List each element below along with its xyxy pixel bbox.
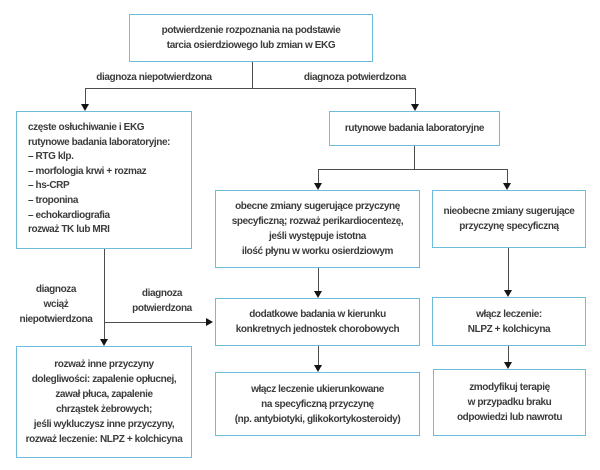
arrow-down-routine-icon bbox=[411, 104, 419, 111]
connector-top-down bbox=[252, 62, 253, 88]
node-other-causes: rozważ inne przyczyny dolegliwości: zapa… bbox=[16, 346, 192, 458]
edge-label-diagnosis-unconfirmed: diagnoza niepotwierdzona bbox=[96, 72, 212, 83]
node-additional-tests: dodatkowe badania w kierunku konkretnych… bbox=[215, 298, 420, 346]
connector-to-targeted bbox=[318, 346, 319, 365]
arrow-down-additional-icon bbox=[314, 291, 322, 298]
connector-routine-down bbox=[414, 146, 415, 169]
connector-to-modify bbox=[508, 346, 509, 362]
arrow-down-start-treat-icon bbox=[504, 290, 512, 297]
connector-to-routine bbox=[415, 88, 416, 104]
node-routine-labs: rutynowe badania laboratoryjne bbox=[329, 111, 500, 146]
node-modify-therapy: zmodyfikuj terapię w przypadku braku odp… bbox=[433, 369, 586, 436]
connector-to-additional bbox=[318, 268, 319, 291]
node-present-changes: obecne zmiany sugerujące przyczynę specy… bbox=[215, 190, 420, 268]
arrow-down-absent-icon bbox=[503, 183, 511, 190]
node-monitoring: częste osłuchiwanie i EKG rutynowe badan… bbox=[16, 111, 192, 249]
connector-to-absent bbox=[507, 169, 508, 183]
connector-branch-top bbox=[85, 88, 416, 89]
edge-label-diagnosis-still-unconfirmed: diagnoza wciąż niepotwierdzona bbox=[19, 284, 93, 325]
connector-to-present bbox=[318, 169, 319, 183]
node-start-treatment: włącz leczenie: NLPZ + kolchicyna bbox=[432, 297, 586, 346]
arrow-down-other-causes-icon bbox=[100, 339, 108, 346]
connector-to-start-treat bbox=[508, 248, 509, 290]
arrow-down-modify-icon bbox=[504, 362, 512, 369]
node-confirmation: potwierdzenie rozpoznania na podstawie t… bbox=[129, 14, 373, 62]
arrow-down-monitoring-icon bbox=[81, 104, 89, 111]
edge-label-diagnosis-confirmed: diagnoza potwierdzona bbox=[303, 72, 407, 83]
node-absent-changes: nieobecne zmiany sugerujące przyczynę sp… bbox=[432, 190, 586, 248]
connector-confirmed-right bbox=[104, 322, 206, 323]
connector-to-monitoring bbox=[85, 88, 86, 104]
arrow-right-additional-icon bbox=[206, 318, 213, 326]
arrow-down-present-icon bbox=[314, 183, 322, 190]
connector-to-other-causes bbox=[104, 249, 105, 339]
node-targeted-treatment: włącz leczenie ukierunkowane na specyfic… bbox=[215, 372, 420, 436]
arrow-down-targeted-icon bbox=[314, 365, 322, 372]
connector-branch-mid bbox=[318, 169, 508, 170]
edge-label-diagnosis-confirmed-lower: diagnoza potwierdzona bbox=[132, 288, 192, 314]
